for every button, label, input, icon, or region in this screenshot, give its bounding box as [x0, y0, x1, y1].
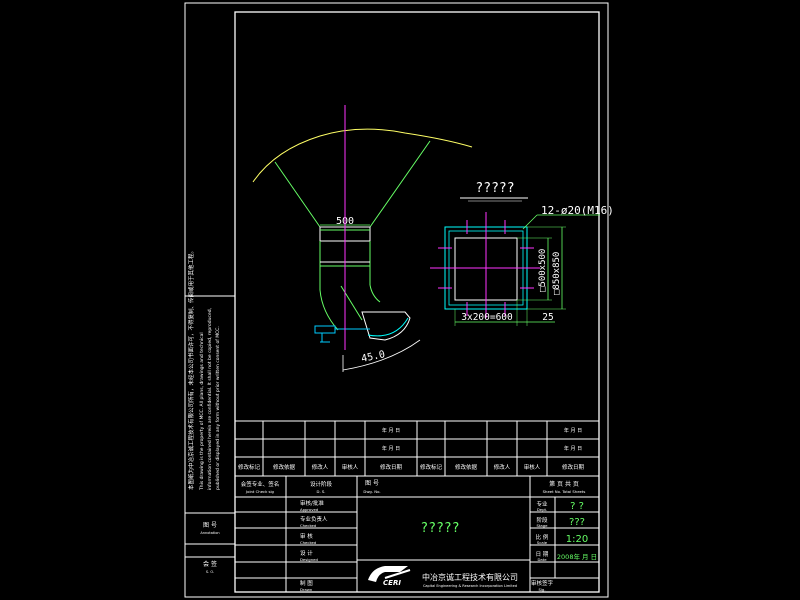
- side-note-en-2: information contained herein are confide…: [207, 308, 213, 490]
- design-stage-cn: 设计阶段: [310, 480, 333, 488]
- chute-view: 500 45.0: [252, 105, 473, 372]
- outer-frame: [184, 2, 609, 598]
- dim-outer-label: □850x850: [552, 252, 562, 295]
- svg-text:审 核: 审 核: [300, 532, 313, 540]
- svg-text:专业: 专业: [536, 500, 548, 508]
- stage-value: ? ?: [570, 501, 584, 512]
- svg-text:年 月 日: 年 月 日: [382, 427, 400, 434]
- approval-en: Joint Check sig: [245, 489, 275, 494]
- svg-text:修改标记: 修改标记: [420, 463, 443, 471]
- dim-edge-label: 25: [542, 312, 553, 323]
- svg-text:年 月 日: 年 月 日: [382, 445, 400, 452]
- svg-text:修改日期: 修改日期: [562, 463, 585, 471]
- side-note-cn: 本图纸为中冶京诚工程技术有限公司所有，未经本公司书面许可，不得复制、传阅或用于其…: [187, 248, 195, 490]
- company-name-en: Capital Engineering & Research Incorpora…: [423, 584, 517, 588]
- svg-text:审核人: 审核人: [342, 463, 359, 471]
- hood-arc: [252, 128, 473, 183]
- actuator-cylinder: [314, 325, 336, 334]
- phase-value: ???: [569, 517, 585, 528]
- funnel-right: [369, 140, 431, 228]
- svg-text:制 图: 制 图: [300, 579, 313, 587]
- gate-bucket: [361, 311, 411, 341]
- svg-text:审核签字: 审核签字: [531, 579, 554, 587]
- bolt-note: 12-ø20(M16): [541, 204, 614, 217]
- drawing-no-en: Dwg. No.: [363, 489, 380, 494]
- svg-text:Scale: Scale: [537, 540, 548, 545]
- svg-text:Drawn: Drawn: [300, 587, 313, 592]
- svg-text:Dept.: Dept.: [537, 507, 547, 512]
- company-name-cn: 中冶京诚工程技术有限公司: [422, 572, 518, 582]
- dim-spacing-label: 3x200=600: [461, 312, 513, 323]
- left-sheet-en: Annotation: [200, 531, 219, 535]
- logo-text: CERI: [383, 579, 401, 587]
- svg-text:修改依据: 修改依据: [273, 463, 296, 471]
- revision-rows: 年 月 日 年 月 日 年 月 日 年 月 日: [382, 427, 582, 452]
- approval-cn: 会签专业、签名: [241, 480, 280, 488]
- left-approval-en: S. O.: [206, 570, 214, 574]
- left-approval-cn: 会 签: [203, 560, 217, 568]
- svg-text:Checked: Checked: [300, 523, 317, 528]
- svg-text:年 月 日: 年 月 日: [564, 445, 582, 452]
- svg-text:比 例: 比 例: [536, 533, 549, 541]
- project-name: ?????: [420, 521, 459, 536]
- svg-text:修改标记: 修改标记: [238, 463, 261, 471]
- svg-text:年 月 日: 年 月 日: [564, 427, 582, 434]
- side-note: 本图纸为中冶京诚工程技术有限公司所有，未经本公司书面许可，不得复制、传阅或用于其…: [185, 248, 235, 491]
- svg-text:设 计: 设 计: [300, 549, 313, 557]
- info-column: 专业 Dept. ? ? 阶段 Stage ??? 比 例 Scale 1:20…: [531, 500, 597, 592]
- swing-arc: [342, 339, 421, 371]
- dim-angle-label: 45.0: [360, 349, 386, 365]
- inner-frame: [234, 11, 600, 593]
- sheets-en: Sheet No. Total Sheets: [543, 489, 586, 494]
- header-row: 会签专业、签名 Joint Check sig 设计阶段 D. S. 图 号 D…: [241, 480, 586, 494]
- svg-text:修改人: 修改人: [312, 463, 329, 471]
- svg-text:日 期: 日 期: [536, 551, 549, 558]
- company-logo: CERI: [368, 566, 411, 587]
- svg-text:Approved: Approved: [300, 507, 319, 512]
- svg-text:Stage: Stage: [537, 523, 549, 528]
- design-stage-en: D. S.: [317, 489, 326, 494]
- dim-inner-label: □500x500: [538, 249, 548, 292]
- svg-text:Sig.: Sig.: [538, 587, 545, 592]
- scale-value: 1:20: [566, 534, 588, 545]
- left-sheet-cn: 图 号: [203, 522, 217, 529]
- side-note-en-3: published or displayed in any form witho…: [215, 326, 221, 490]
- drawing-no-cn: 图 号: [365, 480, 379, 487]
- svg-text:修改依据: 修改依据: [455, 463, 478, 471]
- left-panel: 图 号 Annotation 会 签 S. O.: [185, 512, 235, 574]
- funnel-left: [274, 161, 321, 228]
- title-block: [235, 420, 599, 592]
- revision-headers: 修改标记 修改依据 修改人 审核人 修改日期 修改标记 修改依据 修改人 审核人…: [238, 463, 585, 471]
- side-note-en-1: This drawing is the property of MCC. All…: [199, 332, 205, 491]
- svg-text:Designed: Designed: [300, 557, 318, 562]
- flange-section-view: ????? 12-ø20(M16): [430, 181, 614, 326]
- svg-text:修改人: 修改人: [494, 463, 511, 471]
- svg-text:Checked: Checked: [300, 540, 317, 545]
- sheets-cn: 第 页 共 页: [549, 480, 579, 488]
- svg-text:修改日期: 修改日期: [380, 463, 403, 471]
- section-title: ?????: [475, 181, 514, 196]
- roles-column: 审核/批准 Approved 专业负责人 Checked 审 核 Checked…: [300, 499, 328, 592]
- svg-text:Date: Date: [537, 557, 547, 562]
- date-value: 2008年 月 日: [557, 552, 597, 561]
- svg-text:专业负责人: 专业负责人: [300, 515, 328, 523]
- svg-text:审核/批准: 审核/批准: [300, 499, 324, 507]
- svg-text:阶段: 阶段: [536, 516, 548, 524]
- svg-text:审核人: 审核人: [524, 463, 541, 471]
